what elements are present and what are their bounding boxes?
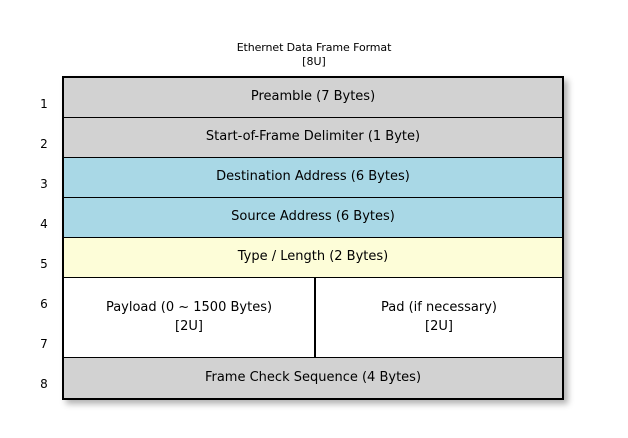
row-number-5: 5 — [40, 257, 48, 271]
frame-field-payload-pad-section: Payload (0 ~ 1500 Bytes) [2U] Pad (if ne… — [64, 278, 562, 358]
row-number-2: 2 — [40, 137, 48, 151]
frame-field-destination-address-label: Destination Address (6 Bytes) — [216, 169, 410, 185]
frame-field-type-length: Type / Length (2 Bytes) — [64, 238, 562, 278]
frame-field-payload-label: Payload (0 ~ 1500 Bytes) — [105, 299, 273, 315]
diagram-title: Ethernet Data Frame Format [8U] — [0, 41, 628, 68]
frame-field-type-length-label: Type / Length (2 Bytes) — [237, 249, 389, 265]
frame-field-start-of-frame-delimiter: Start-of-Frame Delimiter (1 Byte) — [64, 118, 562, 158]
row-number-3: 3 — [40, 177, 48, 191]
row-number-7: 7 — [40, 337, 48, 351]
frame-field-pad-note: [2U] — [425, 318, 453, 334]
frame-field-payload: Payload (0 ~ 1500 Bytes) [2U] — [64, 278, 316, 357]
row-number-1: 1 — [40, 97, 48, 111]
ethernet-frame-table: Preamble (7 Bytes) Start-of-Frame Delimi… — [62, 76, 564, 400]
frame-field-frame-check-sequence: Frame Check Sequence (4 Bytes) — [64, 358, 562, 398]
row-number-8: 8 — [40, 377, 48, 391]
frame-field-pad: Pad (if necessary) [2U] — [316, 278, 562, 357]
row-number-gutter: 1 2 3 4 5 6 7 8 — [30, 76, 58, 400]
frame-field-start-of-frame-delimiter-label: Start-of-Frame Delimiter (1 Byte) — [205, 129, 421, 145]
frame-field-frame-check-sequence-label: Frame Check Sequence (4 Bytes) — [204, 369, 422, 385]
row-number-6: 6 — [40, 297, 48, 311]
frame-field-preamble: Preamble (7 Bytes) — [64, 78, 562, 118]
diagram-title-main: Ethernet Data Frame Format — [236, 41, 392, 54]
frame-field-destination-address: Destination Address (6 Bytes) — [64, 158, 562, 198]
frame-field-source-address-label: Source Address (6 Bytes) — [231, 209, 395, 225]
frame-field-preamble-label: Preamble (7 Bytes) — [250, 89, 376, 105]
frame-field-pad-label: Pad (if necessary) — [380, 299, 497, 315]
diagram-title-subtitle: [8U] — [302, 54, 326, 68]
frame-field-source-address: Source Address (6 Bytes) — [64, 198, 562, 238]
frame-field-payload-note: [2U] — [175, 318, 203, 334]
row-number-4: 4 — [40, 217, 48, 231]
